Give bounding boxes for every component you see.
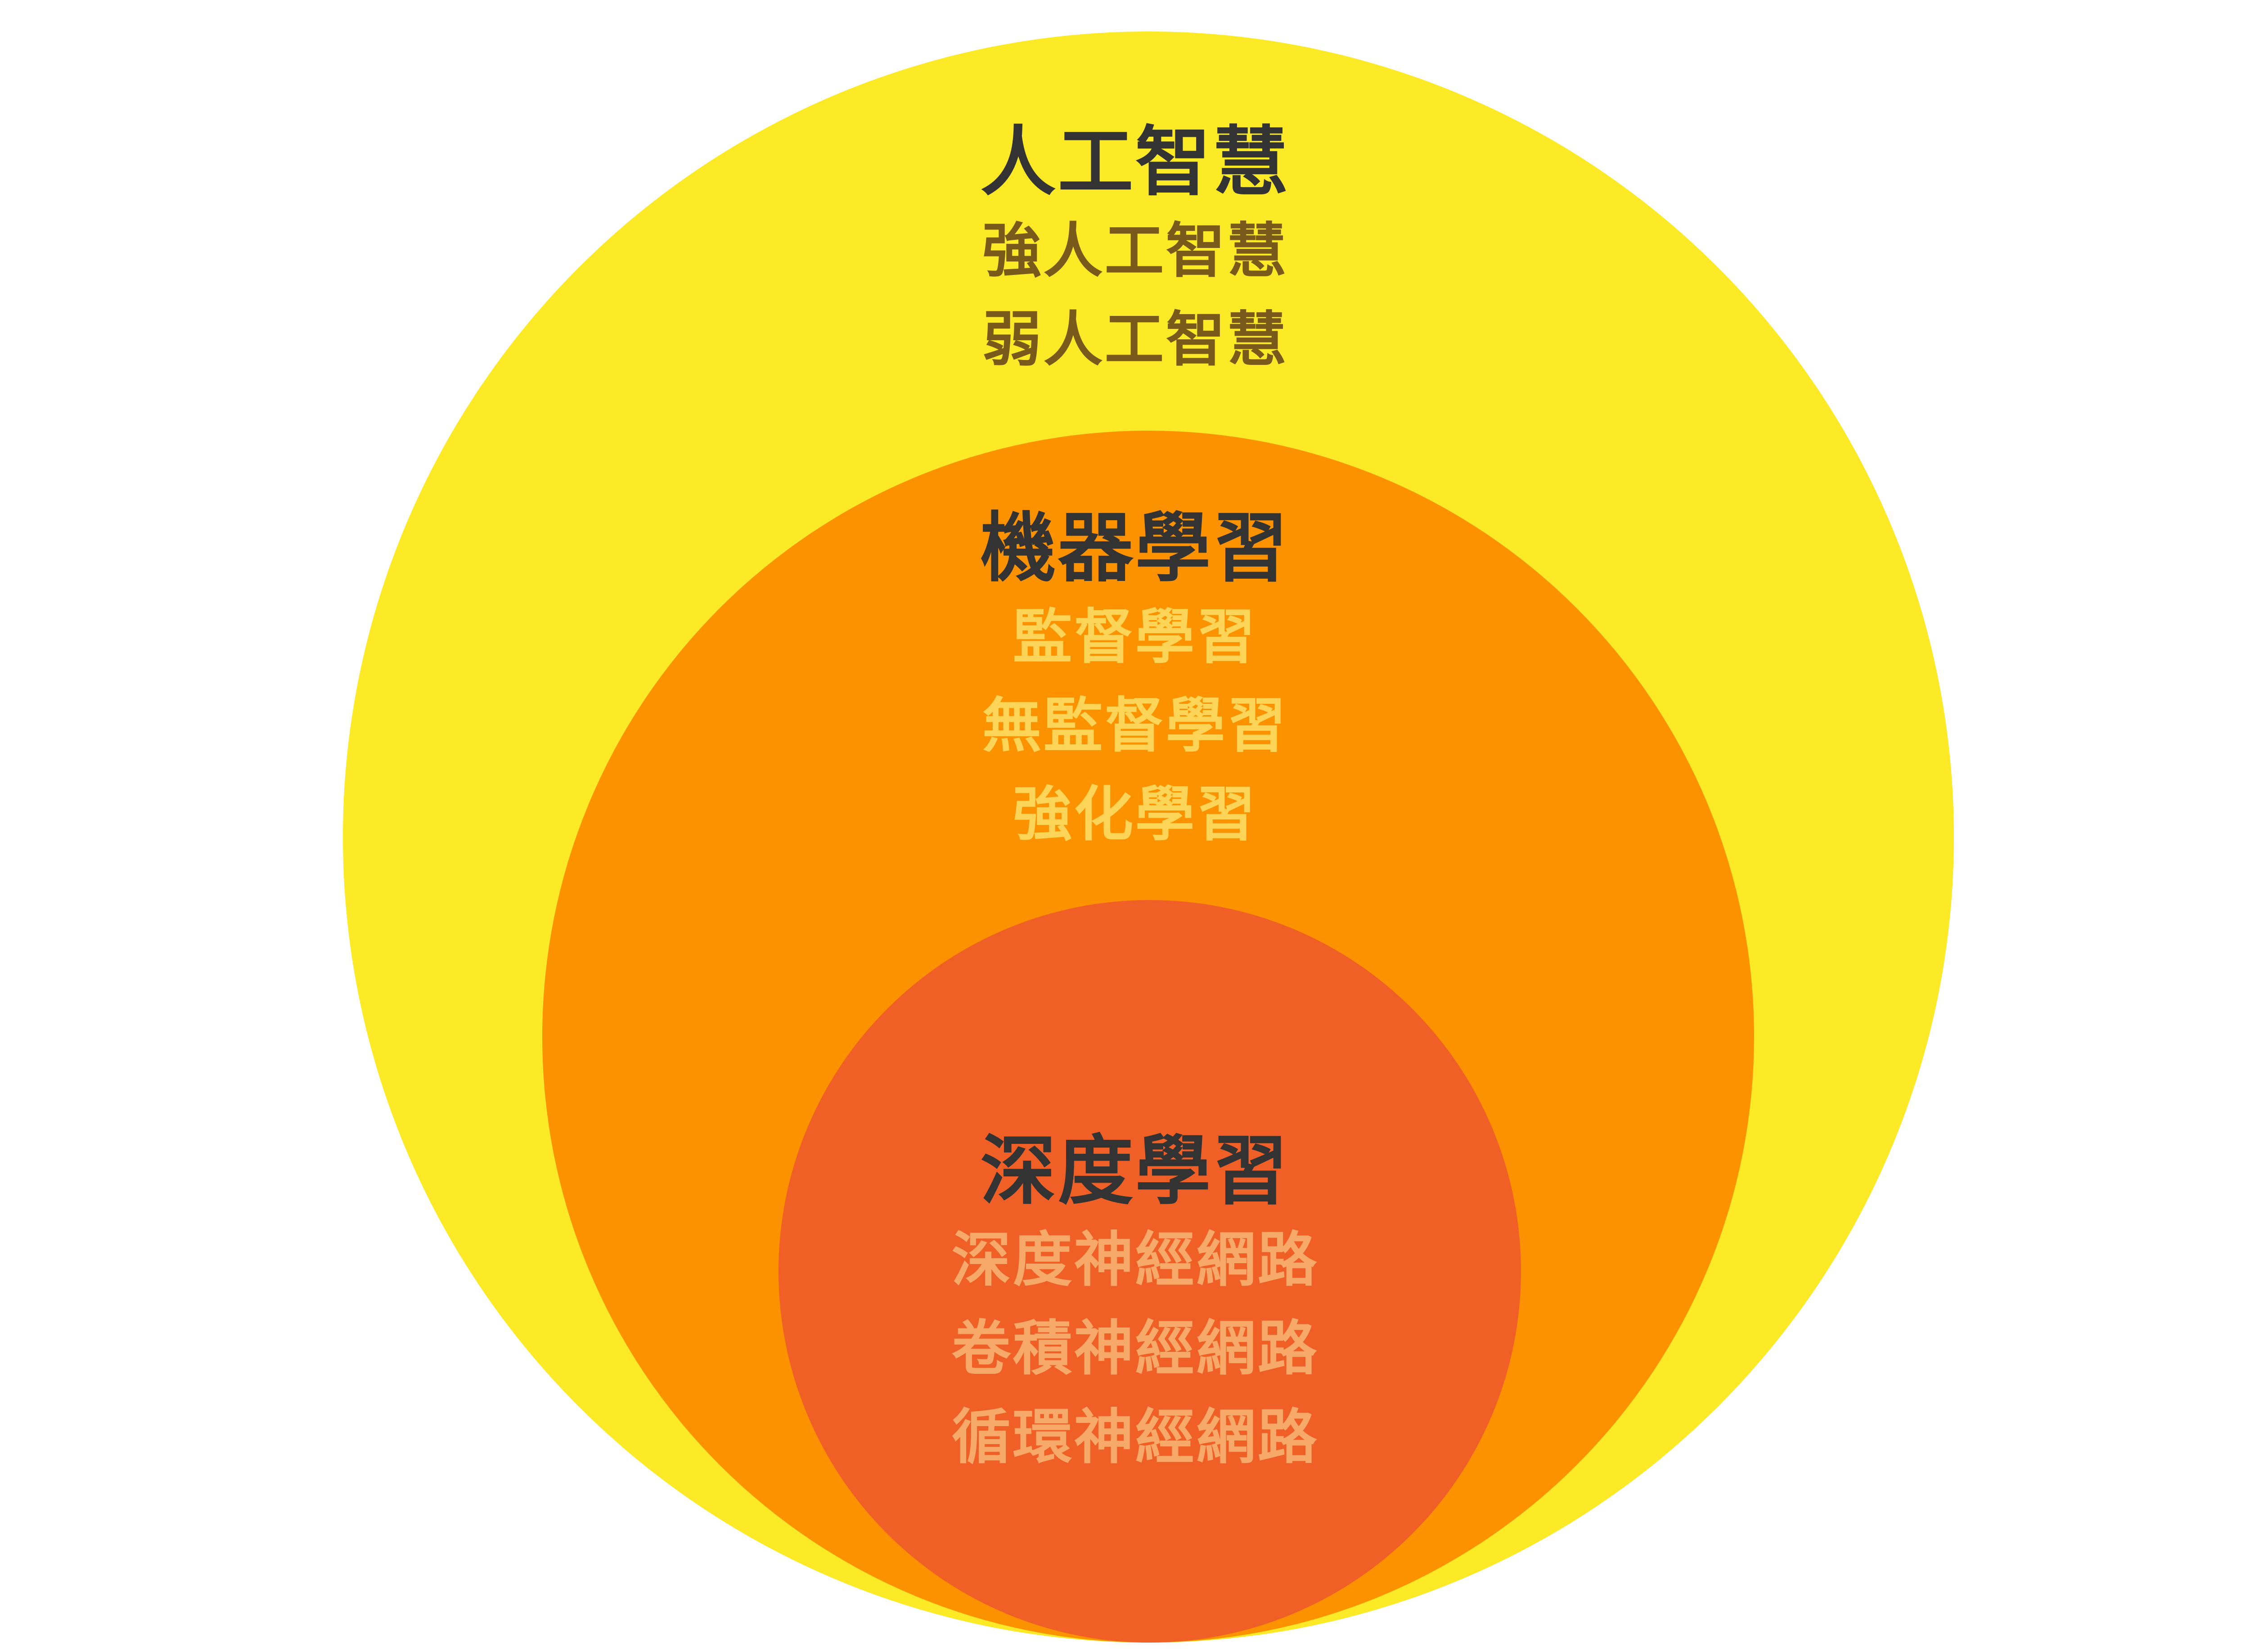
dl-title: 深度學習	[980, 1127, 1290, 1215]
dl-item-cnn: 卷積神經網路	[951, 1314, 1319, 1383]
ml-title: 機器學習	[980, 504, 1290, 592]
ml-label-group: 機器學習 監督學習 無監督學習 強化學習	[0, 503, 2250, 859]
ai-item-weak: 弱人工智慧	[982, 305, 1288, 374]
dl-item-dnn: 深度神經網路	[951, 1225, 1319, 1295]
dl-circle	[778, 900, 1521, 1643]
ml-item-reinforcement: 強化學習	[1012, 780, 1258, 849]
ai-title: 人工智慧	[980, 118, 1290, 206]
ml-item-unsupervised: 無監督學習	[982, 691, 1288, 761]
ml-item-supervised: 監督學習	[1012, 603, 1258, 672]
dl-item-rnn: 循環神經網路	[951, 1403, 1319, 1472]
ai-label-group: 人工智慧 強人工智慧 弱人工智慧	[0, 117, 2250, 384]
ai-item-strong: 強人工智慧	[982, 216, 1288, 286]
dl-label-group: 深度學習 深度神經網路 卷積神經網路 循環神經網路	[0, 1126, 2250, 1482]
